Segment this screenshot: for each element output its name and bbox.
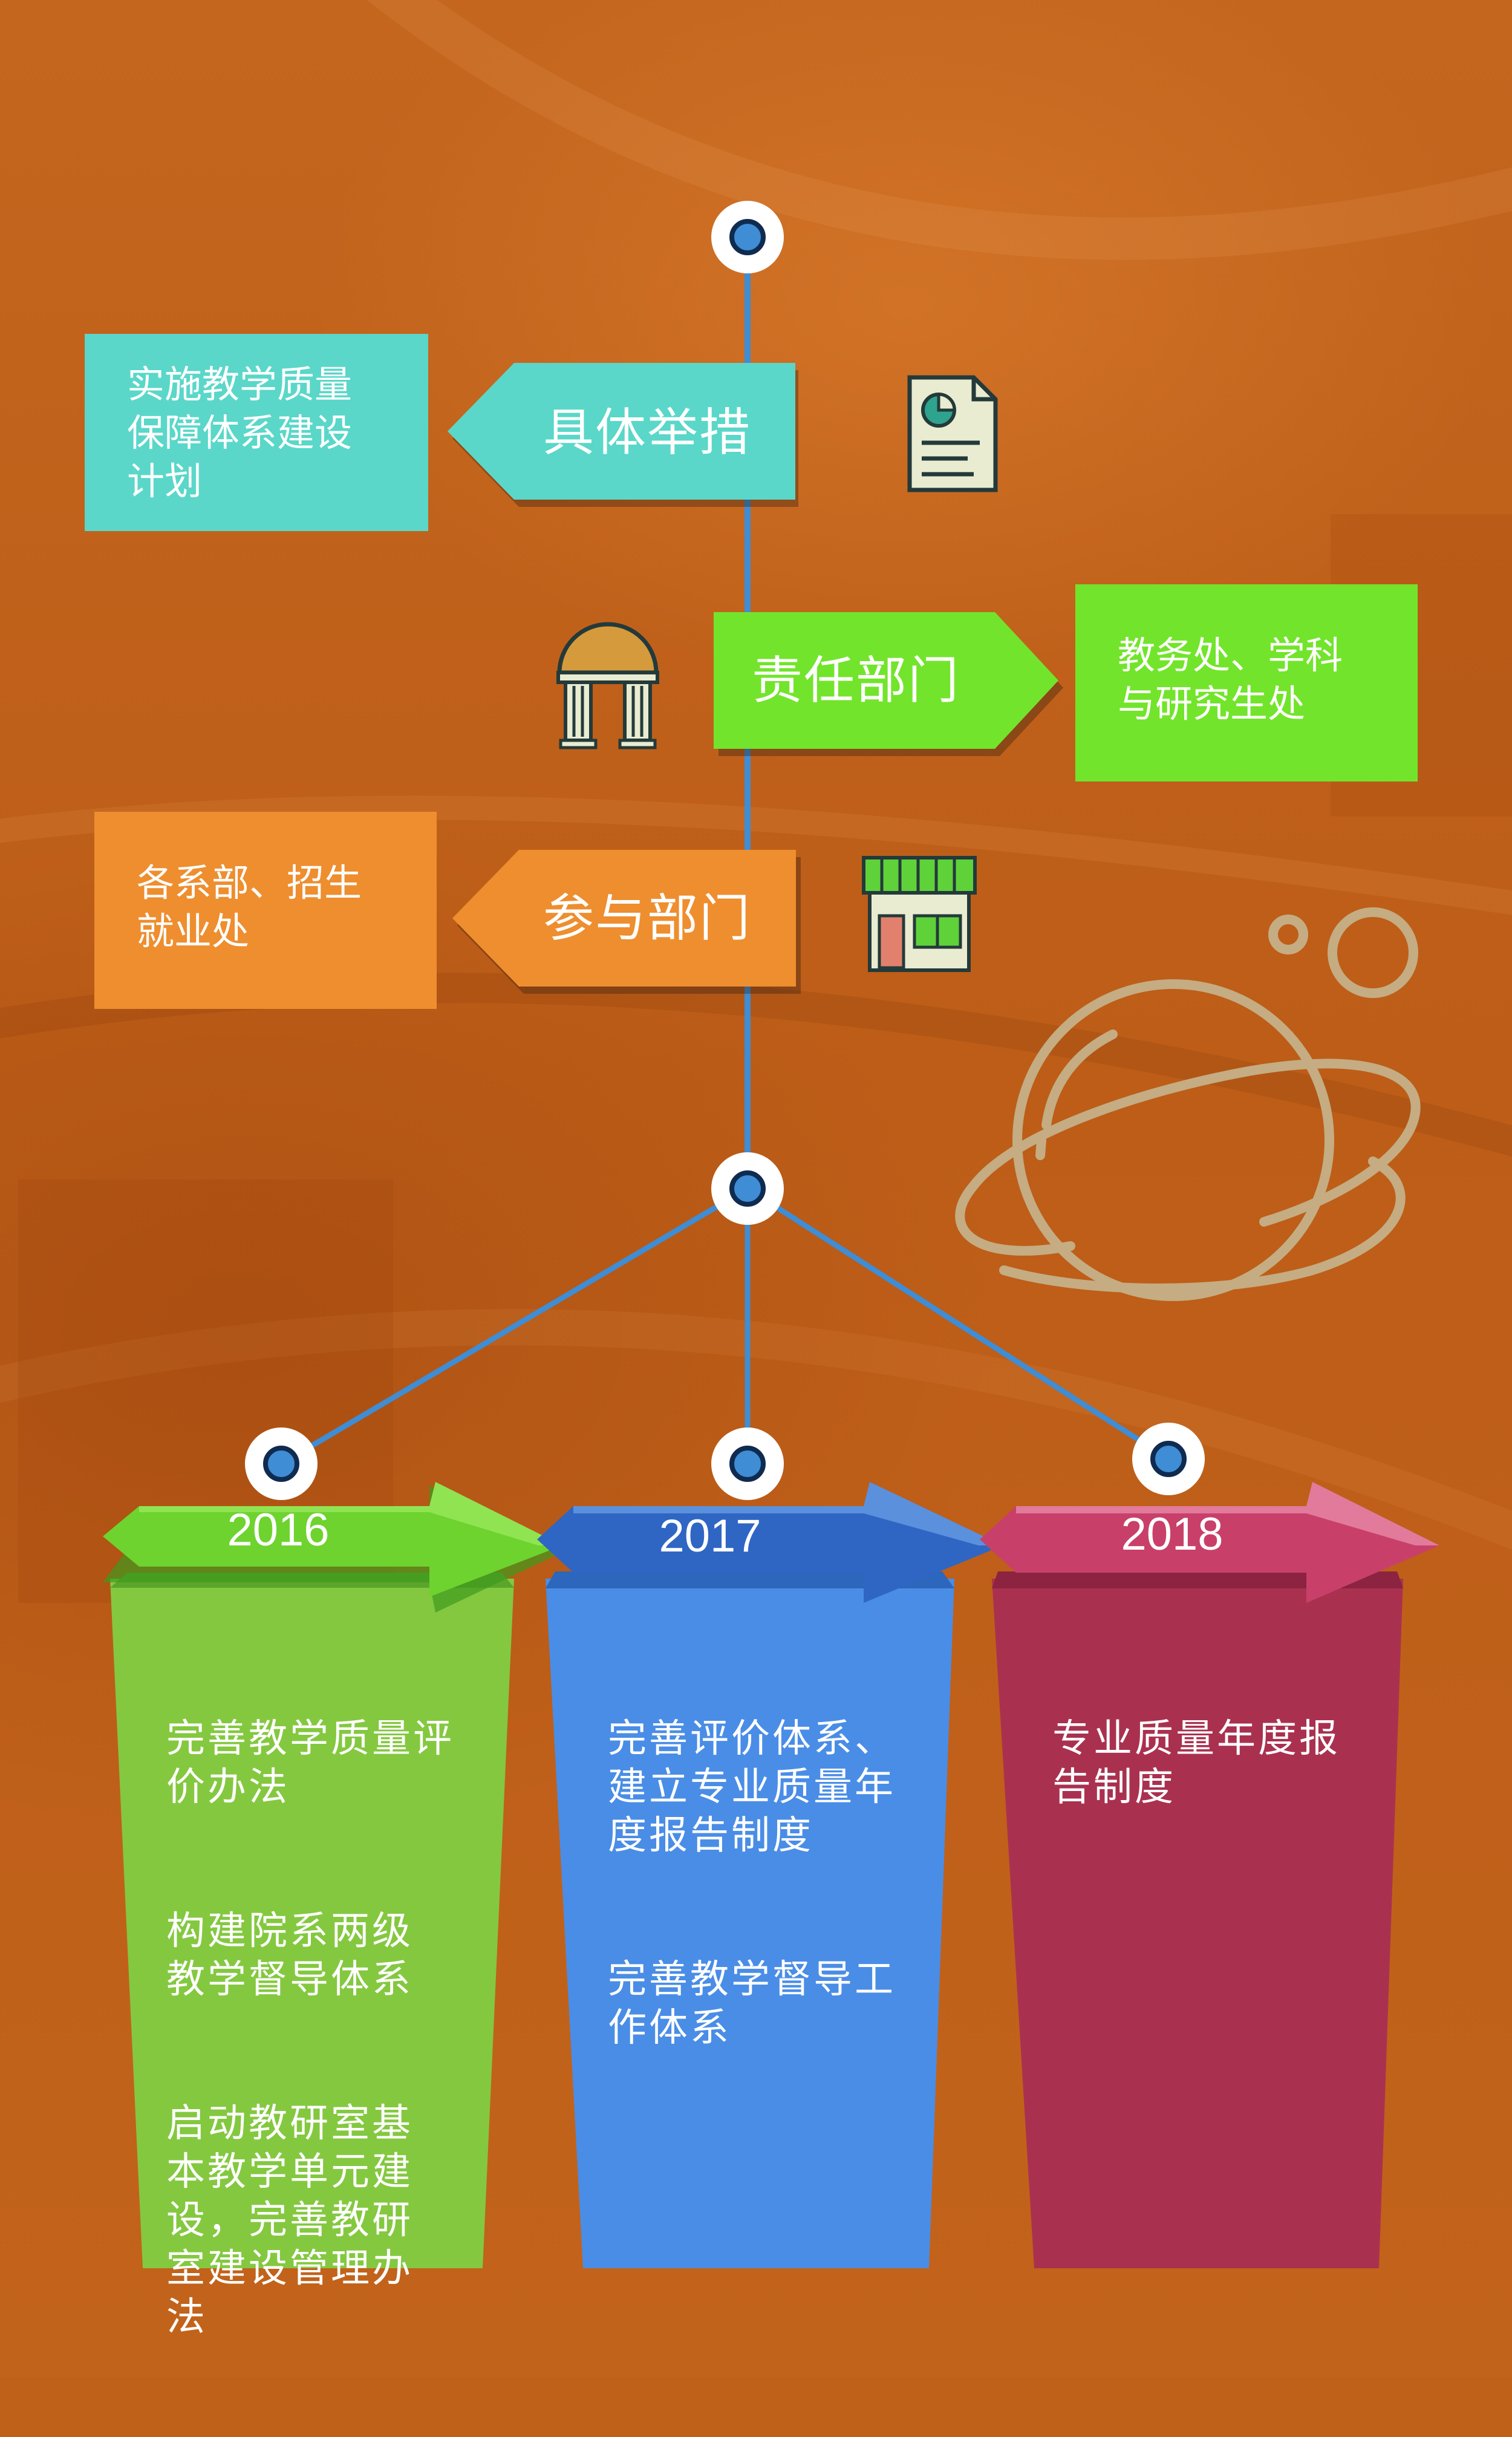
item-2016-1: 完善教学质量评 价办法 [166, 1717, 454, 1810]
responsible-box: 教务处、学科 与研究生处 [1075, 584, 1418, 781]
document-chart-icon [907, 375, 998, 492]
pillared-building-icon [556, 622, 659, 749]
storefront-icon [862, 856, 977, 972]
item-2018-1: 专业质量年度报 告制度 [1052, 1717, 1340, 1810]
measures-tag-shape [448, 363, 798, 507]
item-2017-1: 完善评价体系、 建立专业质量年 度报告制度 [608, 1717, 896, 1858]
participating-tag-shape [452, 850, 801, 994]
column-2016-shape [103, 1482, 562, 2268]
year-2017: 2017 [659, 1510, 761, 1562]
planet-icon [955, 907, 1421, 1301]
column-2018-shape [980, 1482, 1439, 2268]
responsible-tag-shape [714, 612, 1063, 756]
timeline-node-2018 [1132, 1423, 1205, 1495]
measures-tag: 具体举措 [543, 403, 751, 462]
measures-box: 实施教学质量 保障体系建设 计划 [85, 334, 428, 531]
item-2016-3: 启动教研室基 本教学单元建 设，完善教研 室建设管理办 法 [166, 2101, 413, 2340]
year-2018: 2018 [1121, 1509, 1224, 1560]
year-2016: 2016 [227, 1504, 330, 1556]
timeline-node-top [711, 201, 784, 273]
column-2016-text: 完善教学质量评 价办法 构建院系两级 教学督导体系 启动教研室基 本教学单元建 … [166, 1666, 493, 2437]
timeline-node-2016 [245, 1427, 318, 1500]
responsible-tag: 责任部门 [751, 651, 960, 710]
item-2016-2: 构建院系两级 教学督导体系 [166, 1909, 413, 2002]
participating-tag: 参与部门 [543, 889, 751, 948]
item-2017-2: 完善教学督导工 作体系 [608, 1957, 896, 2050]
column-2017-text: 完善评价体系、 建立专业质量年 度报告制度 完善教学督导工 作体系 [608, 1666, 947, 2148]
participating-box: 各系部、招生 就业处 [94, 812, 437, 1009]
column-2018-text: 专业质量年度报 告制度 [1052, 1666, 1391, 1907]
timeline-node-2017 [711, 1427, 784, 1500]
timeline-node-hub [711, 1152, 784, 1225]
column-2017-shape [537, 1482, 1003, 2268]
